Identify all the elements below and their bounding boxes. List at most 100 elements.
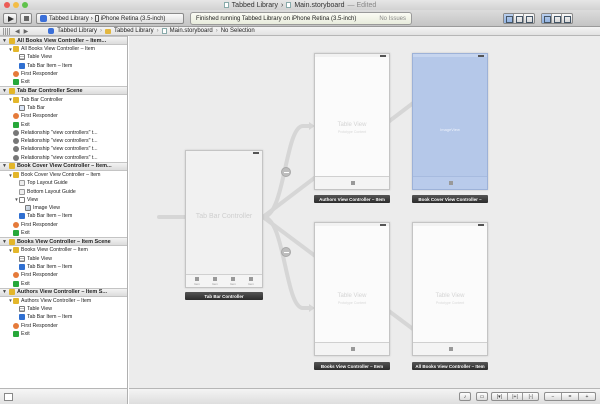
- image-view-title: ImageView: [440, 127, 460, 132]
- outline-item[interactable]: ▼Books View Controller – Item: [0, 246, 127, 254]
- book-cover-view-controller-scene[interactable]: ImageView: [412, 53, 488, 190]
- outline-item[interactable]: Relationship "view controllers" t...: [0, 145, 127, 153]
- outline-scene-header[interactable]: ▼Tab Bar Controller Scene: [0, 86, 127, 96]
- outline-item[interactable]: Tab Bar Item – Item: [0, 212, 127, 220]
- disclosure-triangle-icon[interactable]: ▼: [2, 238, 7, 245]
- authors-view-controller-scene[interactable]: Table View Prototype Content: [314, 53, 390, 190]
- disclosure-triangle-icon[interactable]: ▼: [8, 172, 13, 178]
- outline-item[interactable]: Exit: [0, 330, 127, 338]
- zoom-fit-button[interactable]: =: [562, 393, 579, 400]
- disclosure-triangle-icon[interactable]: ▼: [2, 37, 7, 44]
- disclosure-triangle-icon[interactable]: ▼: [8, 46, 13, 52]
- tab-bar-controller-scene[interactable]: Tab Bar Controller Item Item Item Item: [185, 150, 263, 288]
- assistant-editor-button[interactable]: [514, 14, 524, 23]
- orange-object-icon: [13, 272, 19, 279]
- back-arrow-icon[interactable]: ◀: [15, 28, 20, 35]
- forward-arrow-icon[interactable]: ▶: [23, 28, 29, 35]
- star-object-icon: [19, 314, 25, 321]
- outline-item[interactable]: Exit: [0, 279, 127, 287]
- standard-editor-button[interactable]: [504, 14, 514, 23]
- storyboard-canvas[interactable]: Tab Bar Controller Item Item Item Item T…: [129, 36, 600, 388]
- breadcrumb-selection[interactable]: No Selection: [220, 28, 255, 34]
- outline-item[interactable]: ▼Authors View Controller – Item: [0, 297, 127, 305]
- outline-item[interactable]: Table View: [0, 255, 127, 263]
- outline-item-label: Exit: [21, 280, 30, 287]
- outline-item[interactable]: Tab Bar Item – Item: [0, 62, 127, 70]
- outline-item[interactable]: Image View: [0, 204, 127, 212]
- microphone-icon[interactable]: ♪: [459, 392, 471, 401]
- resolve-issues-button[interactable]: |+|: [508, 393, 524, 400]
- disclosure-triangle-icon[interactable]: ▼: [8, 97, 13, 103]
- guide-object-icon: [19, 188, 25, 195]
- minimize-window-button[interactable]: [13, 2, 19, 8]
- outline-item[interactable]: Table View: [0, 53, 127, 61]
- disclosure-triangle-icon[interactable]: ▼: [14, 197, 19, 203]
- segue-icon-authors[interactable]: [281, 167, 291, 177]
- outline-item[interactable]: Exit: [0, 229, 127, 237]
- outline-item[interactable]: First Responder: [0, 70, 127, 78]
- utilities-toggle-button[interactable]: [562, 14, 572, 23]
- disclosure-triangle-icon[interactable]: ▼: [2, 289, 7, 296]
- all-books-view-controller-scene[interactable]: Table View Prototype Content: [412, 222, 488, 356]
- outline-item[interactable]: Exit: [0, 120, 127, 128]
- issues-status[interactable]: No Issues: [379, 15, 406, 22]
- zoom-in-button[interactable]: +: [585, 393, 589, 400]
- outline-item[interactable]: ▼Book Cover View Controller – Item: [0, 171, 127, 179]
- outline-item[interactable]: First Responder: [0, 322, 127, 330]
- hide-outline-button[interactable]: [4, 393, 13, 401]
- disclosure-triangle-icon[interactable]: ▼: [2, 163, 7, 170]
- zoom-window-button[interactable]: [22, 2, 28, 8]
- book-cover-view-controller-label[interactable]: Book Cover View Controller –: [412, 195, 488, 203]
- outline-item[interactable]: Bottom Layout Guide: [0, 187, 127, 195]
- disclosure-triangle-icon[interactable]: ▼: [2, 87, 7, 94]
- disclosure-triangle-icon[interactable]: ▼: [8, 298, 13, 304]
- breadcrumb-group[interactable]: Tabbed Library: [113, 28, 154, 34]
- outline-item[interactable]: First Responder: [0, 221, 127, 229]
- outline-scene-header[interactable]: ▼Authors View Controller – Item S...: [0, 287, 127, 297]
- scheme-selector[interactable]: Tabbed Library › iPhone Retina (3.5-inch…: [36, 13, 184, 24]
- outline-item[interactable]: First Responder: [0, 271, 127, 279]
- authors-view-controller-label[interactable]: Authors View Controller – Item: [314, 195, 390, 203]
- close-window-button[interactable]: [4, 2, 10, 8]
- orange-object-icon: [13, 322, 19, 329]
- outline-item[interactable]: ▼All Books View Controller – Item: [0, 45, 127, 53]
- pin-button[interactable]: |▾|: [492, 393, 508, 400]
- debug-area-toggle-button[interactable]: [552, 14, 562, 23]
- resizing-button[interactable]: |◦|: [528, 393, 533, 400]
- books-view-controller-label[interactable]: Books View Controller – Item: [314, 362, 390, 370]
- disclosure-triangle-icon[interactable]: ▼: [8, 247, 13, 253]
- tab-item-icon: [351, 347, 355, 351]
- outline-item[interactable]: ▼View: [0, 196, 127, 204]
- version-editor-button[interactable]: [524, 14, 534, 23]
- outline-item[interactable]: Tab Bar Item – Item: [0, 313, 127, 321]
- breadcrumb-file[interactable]: Main.storyboard: [169, 28, 213, 34]
- outline-item[interactable]: Relationship "view controllers" t...: [0, 154, 127, 162]
- outline-scene-header[interactable]: ▼All Books View Controller – Item...: [0, 36, 127, 45]
- tab-bar-controller-label[interactable]: Tab Bar Controller: [185, 292, 263, 300]
- relationship-segue-books[interactable]: [261, 215, 311, 310]
- outline-item[interactable]: First Responder: [0, 112, 127, 120]
- align-button[interactable]: ▭: [476, 392, 488, 401]
- outline-item[interactable]: Table View: [0, 305, 127, 313]
- outline-scene-header[interactable]: ▼Books View Controller – Item Scene: [0, 237, 127, 247]
- zoom-out-button[interactable]: −: [545, 393, 562, 400]
- outline-item[interactable]: Tab Bar: [0, 104, 127, 112]
- books-view-controller-scene[interactable]: Table View Prototype Content: [314, 222, 390, 356]
- all-books-view-controller-label[interactable]: All Books View Controller – Item: [412, 362, 488, 370]
- outline-item[interactable]: Relationship "view controllers" t...: [0, 129, 127, 137]
- outline-item[interactable]: Top Layout Guide: [0, 179, 127, 187]
- stop-button[interactable]: [20, 13, 32, 24]
- outline-item[interactable]: Tab Bar Item – Item: [0, 263, 127, 271]
- outline-item[interactable]: Relationship "view controllers" t...: [0, 137, 127, 145]
- canvas-footer: ♪ ▭ |▾| |+| |◦| − = +: [129, 388, 600, 404]
- outline-scene-header[interactable]: ▼Book Cover View Controller – Item...: [0, 161, 127, 171]
- outline-item[interactable]: Exit: [0, 78, 127, 86]
- run-button[interactable]: [3, 13, 17, 24]
- related-items-icon[interactable]: [3, 27, 11, 35]
- battery-icon: [380, 224, 386, 226]
- outline-item[interactable]: ▼Tab Bar Controller: [0, 95, 127, 103]
- outline-item-label: Exit: [21, 230, 30, 237]
- breadcrumb-project[interactable]: Tabbed Library: [57, 28, 97, 34]
- navigator-toggle-button[interactable]: [542, 14, 552, 23]
- segue-icon-books[interactable]: [281, 247, 291, 257]
